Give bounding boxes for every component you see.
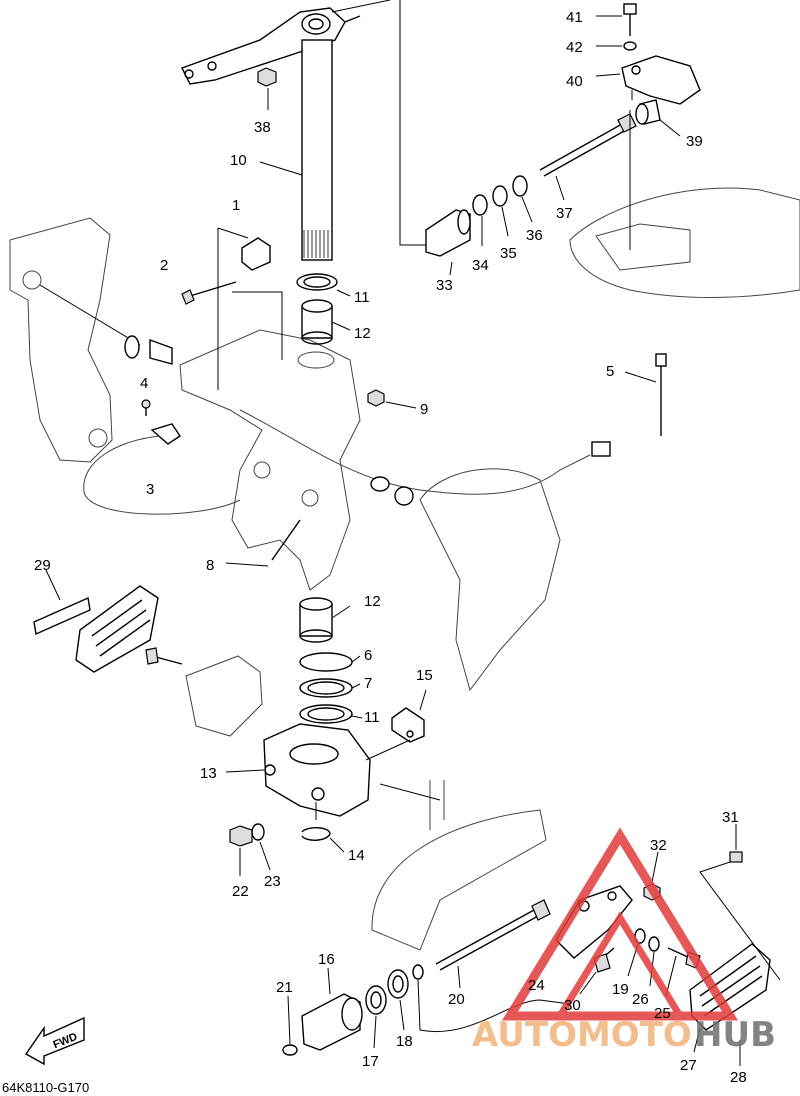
callout-19: 19 [612, 981, 629, 998]
callout-4: 4 [140, 375, 148, 392]
callout-35: 35 [500, 245, 517, 262]
callout-34: 34 [472, 257, 489, 274]
callout-37: 37 [556, 205, 573, 222]
callout-18: 18 [396, 1033, 413, 1050]
steering-arm [181, 7, 361, 85]
callout-41: 41 [566, 9, 583, 26]
callout-27: 27 [680, 1057, 697, 1074]
washer-18 [387, 969, 409, 1031]
bolt-2 [181, 281, 237, 305]
mount-ghost-upper-right [569, 187, 800, 298]
bracket-1 [217, 227, 283, 390]
callout-23: 23 [264, 873, 281, 890]
washer-42 [596, 41, 637, 51]
callout-8: 8 [206, 557, 214, 574]
watermark-text-right: HUB [694, 1015, 776, 1055]
callout-2: 2 [160, 257, 168, 274]
callout-13: 13 [200, 765, 217, 782]
collar-bushing-pair [124, 335, 173, 365]
washer-7 [299, 678, 361, 698]
bushing-12-upper [301, 299, 351, 345]
callout-38: 38 [254, 119, 271, 136]
callout-28: 28 [730, 1069, 747, 1086]
callout-33: 33 [436, 277, 453, 294]
cable-tie-5 [624, 353, 667, 436]
nut-22 [229, 825, 253, 876]
washer-11-upper [296, 273, 351, 297]
clip-3 [83, 423, 241, 515]
wire-harness [239, 409, 611, 495]
nut-9 [367, 389, 417, 409]
clip-14 [301, 827, 345, 853]
washer-21 [282, 995, 298, 1056]
bolt-41 [596, 3, 637, 36]
tilt-stopper-ghost [419, 468, 561, 692]
callout-11-lower: 11 [364, 709, 380, 726]
bolt-37 [539, 113, 637, 201]
callout-20: 20 [448, 991, 465, 1008]
mount-rubber-33 [425, 209, 471, 276]
screw-8 [225, 519, 301, 567]
callout-40: 40 [566, 73, 583, 90]
diagram-code: 64K8110-G170 [2, 1080, 89, 1095]
stopper-15 [365, 689, 427, 761]
callout-31: 31 [722, 809, 739, 826]
callout-22: 22 [232, 883, 249, 900]
cover-27 [689, 943, 771, 1053]
nut-38 [257, 67, 277, 110]
washer-11-lower [299, 704, 363, 724]
callout-26: 26 [632, 991, 649, 1008]
watermark-text-left: AUTOMOTO [472, 1015, 692, 1055]
callout-labels: 1 2 3 4 5 6 7 8 9 10 11 11 12 12 13 14 1… [34, 9, 747, 1086]
callout-6: 6 [364, 647, 372, 664]
callout-39: 39 [686, 133, 703, 150]
screw-31 [699, 824, 781, 981]
callout-30: 30 [564, 997, 581, 1014]
cover-bolt-group [145, 647, 263, 737]
steering-shaft [259, 0, 426, 261]
callout-14: 14 [348, 847, 365, 864]
callout-24: 24 [528, 977, 545, 994]
callout-9: 9 [420, 401, 428, 418]
small-bushings [370, 476, 414, 506]
washers-34-36 [472, 175, 533, 246]
mount-rubber-16 [301, 967, 363, 1051]
lower-case-ghost [371, 780, 547, 951]
callout-10: 10 [230, 152, 247, 169]
callout-15: 15 [416, 667, 433, 684]
small-washer-20 [412, 964, 571, 1033]
through-bolt-20 [435, 899, 551, 989]
callout-12-lower: 12 [364, 593, 381, 610]
o-ring-6 [299, 652, 361, 672]
washer-23 [251, 823, 271, 871]
callout-25: 25 [654, 1005, 671, 1022]
callout-29: 29 [34, 557, 51, 574]
clamp-bracket [9, 217, 141, 463]
callout-21: 21 [276, 979, 293, 996]
callout-7: 7 [364, 675, 372, 692]
plate-29 [33, 569, 91, 636]
callout-36: 36 [526, 227, 543, 244]
washer-17 [365, 985, 387, 1049]
callout-3: 3 [146, 481, 154, 498]
bushing-12-lower [299, 597, 351, 643]
mount-housing-13 [225, 723, 371, 820]
callout-11-upper: 11 [354, 289, 370, 306]
swivel-bracket [179, 329, 361, 591]
callout-42: 42 [566, 39, 583, 56]
callout-5: 5 [606, 363, 614, 380]
callout-17: 17 [362, 1053, 379, 1070]
collar-39 [635, 99, 681, 137]
callout-16: 16 [318, 951, 335, 968]
callout-12-upper: 12 [354, 325, 371, 342]
callout-1: 1 [232, 197, 240, 214]
anode-cover [75, 585, 159, 673]
clamp-40 [595, 55, 701, 105]
callout-32: 32 [650, 837, 667, 854]
screw-4 [141, 399, 151, 416]
fwd-arrow-icon: FWD [24, 1016, 85, 1066]
automotohub-logo: AUTOMOTO HUB [472, 827, 776, 1055]
